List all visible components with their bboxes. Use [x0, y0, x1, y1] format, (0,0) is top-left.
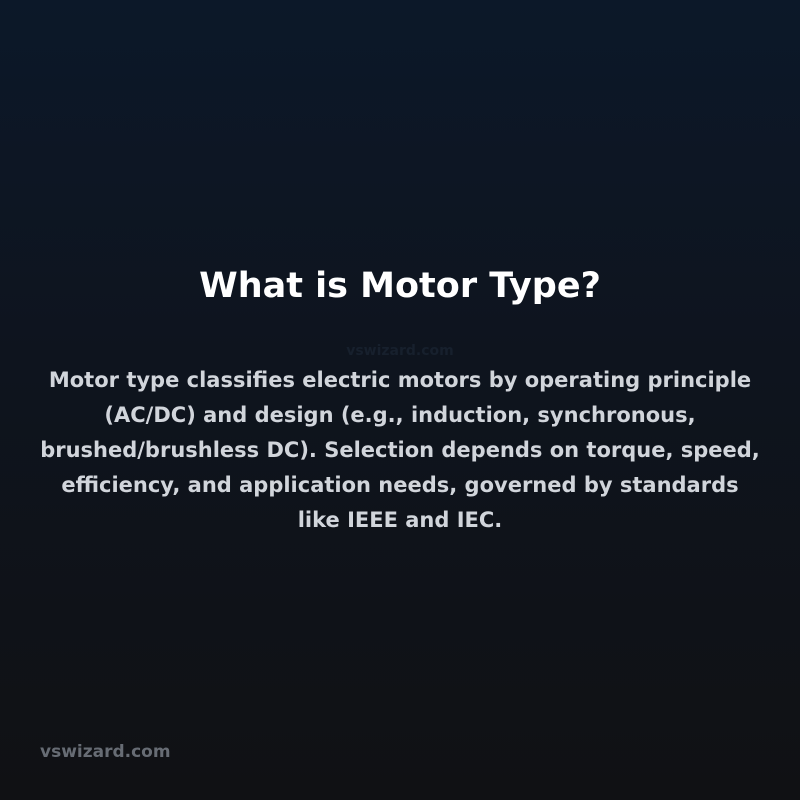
card-title: What is Motor Type? [199, 266, 601, 306]
watermark-text: vswizard.com [346, 343, 454, 359]
definition-text: Motor type classifies electric motors by… [40, 368, 760, 532]
site-footer: vswizard.com [40, 742, 171, 762]
